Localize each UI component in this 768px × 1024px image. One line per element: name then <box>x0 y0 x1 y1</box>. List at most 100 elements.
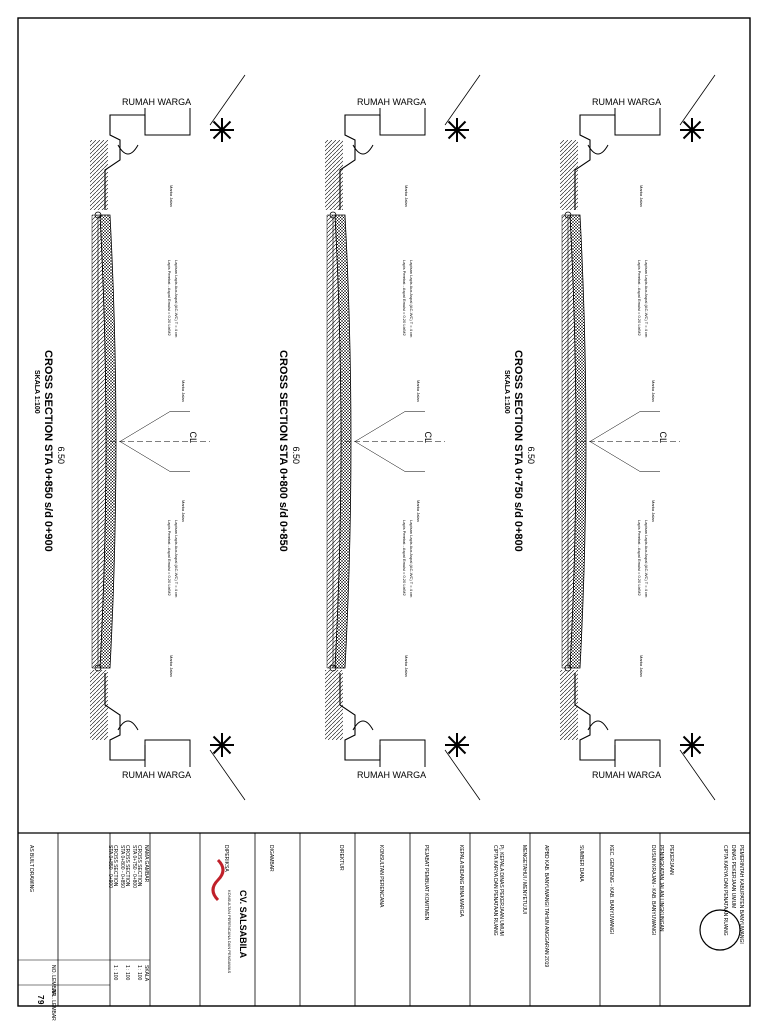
title-block-text-21: JML. LEMBAR <box>50 988 56 1021</box>
title-block-text-1: DINAS PEKERJAAN UMUM <box>730 845 736 908</box>
section-scale: SKALA 1:100 <box>503 370 510 414</box>
house-wall-bottom <box>379 739 426 767</box>
title-block-text-18: NAMA GAMBAR <box>143 845 149 883</box>
centre-label-top: Marka Jalan <box>181 380 186 402</box>
dimension-node-bottom <box>94 664 102 672</box>
title-block-text-5: DUSUN KRAJAN - KAB. BANYUWANGI <box>650 845 656 935</box>
drain-bottom <box>352 720 374 731</box>
callout-leader <box>119 441 190 472</box>
callout-leader <box>354 441 425 472</box>
section-scale: SKALA 1:100 <box>33 370 40 414</box>
leader-house-top <box>209 74 246 126</box>
title-block-text-20: NO. LEMBAR <box>50 965 56 996</box>
layer-note-top-1: Lapisan Lapis Aus Aspal (AC-WC) T = 4 cm <box>409 260 414 338</box>
base-layer <box>91 214 107 669</box>
dimension-node-top <box>329 211 337 219</box>
section-title: CROSS SECTION STA 0+800 s/d 0+850 <box>277 350 289 552</box>
title-block-text-6: KEC. GENTENG - KAB. BANYUWANGI <box>608 845 614 934</box>
title-block-text-4: PENINGKATAN JALAN LINGKUNGAN <box>658 845 664 932</box>
layer-note-bottom-2: Lapis Perekat - Aspal Emulsi = 0.20 Ltr/… <box>637 520 642 596</box>
layer-note-bottom-2: Lapis Perekat - Aspal Emulsi = 0.20 Ltr/… <box>402 520 407 596</box>
curb-label-bottom: Marka Jalan <box>639 655 644 677</box>
palm-tree-icon <box>445 118 469 142</box>
layer-note-top-2: Lapis Perekat - Aspal Emulsi = 0.20 Ltr/… <box>637 260 642 336</box>
drawing-row-scale: 1 : 100 <box>124 965 130 981</box>
consultant-logo-icon <box>211 858 225 902</box>
drain-top <box>587 144 609 155</box>
title-block-text-2: CIPTA KARYA DAN PENATAAN RUANG <box>722 845 728 936</box>
callout-leader <box>589 411 660 442</box>
house-label-top: RUMAH WARGA <box>122 97 191 107</box>
title-block-text-17: DIPERIKSA <box>223 845 229 872</box>
house-wall-top <box>614 108 661 136</box>
soil-hatch-top <box>90 140 108 210</box>
ground-profile-top <box>339 114 381 210</box>
centre-label-top: Marka Jalan <box>416 380 421 402</box>
house-wall-top <box>379 108 426 136</box>
layer-note-top-1: Lapisan Lapis Aus Aspal (AC-WC) T = 4 cm <box>174 260 179 338</box>
width-dimension: 6.50 <box>526 447 536 465</box>
ground-profile-bottom <box>104 673 146 761</box>
base-layer <box>561 214 577 669</box>
title-block-text-11: CIPTA KARYA DAN PENATAAN RUANG <box>492 845 498 936</box>
sheet-border <box>17 17 751 1007</box>
drain-bottom <box>117 720 139 731</box>
house-wall-bottom <box>614 739 661 767</box>
house-label-top: RUMAH WARGA <box>592 97 661 107</box>
leader-house-bottom <box>679 749 716 801</box>
curb-label-top: Marka Jalan <box>404 185 409 207</box>
palm-tree-icon <box>210 733 234 757</box>
drain-bottom <box>587 720 609 731</box>
title-block-text-3: PEKERJAAN <box>668 845 674 875</box>
curb-label-top: Marka Jalan <box>639 185 644 207</box>
curb-label-top: Marka Jalan <box>169 185 174 207</box>
leader-house-bottom <box>209 749 246 801</box>
soil-hatch-top <box>560 140 578 210</box>
palm-tree-icon <box>445 733 469 757</box>
layer-note-bottom-2: Lapis Perekat - Aspal Emulsi = 0.20 Ltr/… <box>167 520 172 596</box>
layer-note-top-2: Lapis Perekat - Aspal Emulsi = 0.20 Ltr/… <box>167 260 172 336</box>
leader-house-top <box>444 74 481 126</box>
drawing-row-sta: STA 0+850 - 0+900 <box>107 845 113 888</box>
width-dimension: 6.50 <box>56 447 66 465</box>
drawing-row-name: CROSS SECTION <box>136 845 142 887</box>
curb-label-bottom: Marka Jalan <box>169 655 174 677</box>
soil-hatch-bottom <box>90 670 108 740</box>
dimension-node-bottom <box>329 664 337 672</box>
ground-profile-top <box>574 114 616 210</box>
title-block-text-14: KONSULTAN PERENCANA <box>378 845 384 908</box>
centre-label-bottom: Marka Jalan <box>416 500 421 522</box>
house-wall-bottom <box>144 739 191 767</box>
ground-profile-bottom <box>574 673 616 761</box>
section-title: CROSS SECTION STA 0+750 s/d 0+800 <box>512 350 524 552</box>
title-block-text-9: MENGETAHUI / MENYETUJUI <box>521 845 527 914</box>
drawing-row-sta: STA 0+800 - 0+850 <box>119 845 125 888</box>
title-block-text-19: SKALA <box>143 965 149 982</box>
layer-note-top-2: Lapis Perekat - Aspal Emulsi = 0.20 Ltr/… <box>402 260 407 336</box>
title-block-text-10: Pj. KEPALA DINAS PEKERJAAN UMUM <box>498 845 504 936</box>
house-label-bottom: RUMAH WARGA <box>357 770 426 780</box>
dimension-node-top <box>564 211 572 219</box>
layer-note-bottom-1: Lapisan Lapis Aus Aspal (AC-WC) T = 4 cm <box>174 520 179 598</box>
base-layer <box>326 214 342 669</box>
house-label-bottom: RUMAH WARGA <box>122 770 191 780</box>
drain-top <box>117 144 139 155</box>
palm-tree-icon <box>210 118 234 142</box>
callout-leader <box>119 411 190 442</box>
centre-label-bottom: Marka Jalan <box>651 500 656 522</box>
drawing-row-sta: STA 0+750 - 0+800 <box>131 845 137 888</box>
palm-tree-icon <box>680 118 704 142</box>
centre-label-bottom: Marka Jalan <box>181 500 186 522</box>
drawing-row-scale: 1 : 100 <box>136 965 142 981</box>
drain-top <box>352 144 374 155</box>
callout-leader <box>354 411 425 442</box>
callout-leader <box>589 441 660 472</box>
ground-profile-top <box>104 114 146 210</box>
house-label-top: RUMAH WARGA <box>357 97 426 107</box>
consultant-sub: KONSULTAN PERENCANA DAN PENGAWAS <box>227 890 232 973</box>
layer-note-bottom-1: Lapisan Lapis Aus Aspal (AC-WC) T = 4 cm <box>644 520 649 598</box>
